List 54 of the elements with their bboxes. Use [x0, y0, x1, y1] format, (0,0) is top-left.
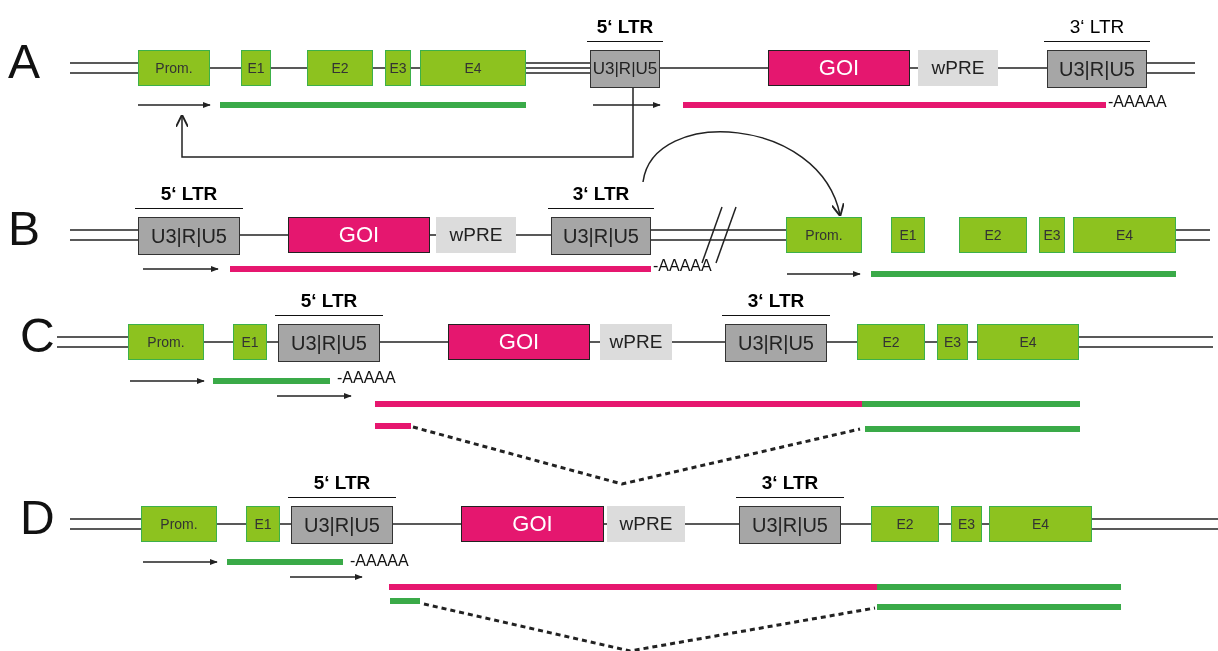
region-heading: 3‘ LTR	[548, 183, 654, 209]
exon-box: E4	[1073, 217, 1176, 253]
promoter-box: Prom.	[786, 217, 862, 253]
exon-box: E4	[977, 324, 1079, 360]
polya-tail: -AAAAA	[350, 553, 409, 569]
arrow	[175, 86, 634, 158]
exon-box: E2	[857, 324, 925, 360]
promoter-box: Prom.	[141, 506, 217, 542]
promoter-box: Prom.	[128, 324, 204, 360]
exon-box: E2	[959, 217, 1027, 253]
element-box: wPRE	[918, 50, 998, 86]
exon-box: E3	[937, 324, 968, 360]
ltr-box: U3|R|U5	[590, 50, 660, 88]
exon-box: E4	[420, 50, 526, 86]
polya-tail: -AAAAA	[653, 258, 712, 274]
arrow	[642, 131, 844, 218]
exon-box: E1	[233, 324, 267, 360]
exon-box: E1	[241, 50, 271, 86]
polya-tail: -AAAAA	[337, 370, 396, 386]
exon-box: E3	[1039, 217, 1065, 253]
region-heading: 5‘ LTR	[275, 290, 383, 316]
region-heading: 5‘ LTR	[288, 472, 396, 498]
gene-box: GOI	[461, 506, 604, 542]
ltr-box: U3|R|U5	[138, 217, 240, 255]
exon-box: E3	[385, 50, 411, 86]
polya-tail: -AAAAA	[1108, 94, 1167, 110]
region-heading: 5‘ LTR	[135, 183, 243, 209]
region-heading: 5‘ LTR	[587, 16, 663, 42]
exon-box: E1	[891, 217, 925, 253]
panel-letter: B	[8, 205, 40, 253]
exon-box: E3	[951, 506, 982, 542]
region-heading: 3‘ LTR	[722, 290, 830, 316]
ltr-box: U3|R|U5	[291, 506, 393, 544]
ltr-box: U3|R|U5	[725, 324, 827, 362]
region-heading: 3‘ LTR	[736, 472, 844, 498]
panel-letter: D	[20, 494, 55, 542]
exon-box: E1	[246, 506, 280, 542]
element-box: wPRE	[436, 217, 516, 253]
gene-box: GOI	[448, 324, 590, 360]
ltr-box: U3|R|U5	[739, 506, 841, 544]
element-box: wPRE	[607, 506, 685, 542]
element-box: wPRE	[600, 324, 672, 360]
panel-letter: A	[8, 38, 40, 86]
ltr-box: U3|R|U5	[551, 217, 651, 255]
panel-letter: C	[20, 312, 55, 360]
region-heading: 3‘ LTR	[1044, 16, 1150, 42]
gene-box: GOI	[288, 217, 430, 253]
ltr-box: U3|R|U5	[278, 324, 380, 362]
ltr-box: U3|R|U5	[1047, 50, 1147, 88]
exon-box: E4	[989, 506, 1092, 542]
exon-box: E2	[307, 50, 373, 86]
promoter-box: Prom.	[138, 50, 210, 86]
gene-box: GOI	[768, 50, 910, 86]
exon-box: E2	[871, 506, 939, 542]
